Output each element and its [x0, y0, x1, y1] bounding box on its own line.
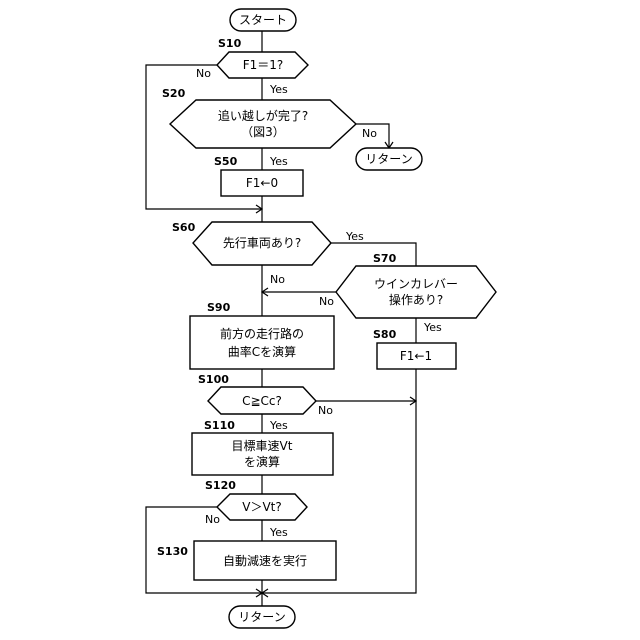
- s100-text: C≧Cc?: [242, 394, 282, 408]
- s80-step-label: S80: [373, 328, 397, 341]
- return1-label: リターン: [365, 152, 412, 166]
- start-terminal: スタート: [230, 9, 296, 31]
- return-terminal-1: リターン: [356, 148, 422, 170]
- s70-step-label: S70: [373, 252, 397, 265]
- s100-step-label: S100: [198, 373, 229, 386]
- s10-text: F1＝1?: [243, 58, 284, 72]
- s120-yes-label: Yes: [269, 526, 288, 539]
- s10-step-label: S10: [218, 37, 242, 50]
- s50-text: F1←0: [246, 176, 278, 190]
- s130-step-label: S130: [157, 545, 188, 558]
- decision-s20: 追い越しが完了? （図3） S20 No: [162, 87, 377, 148]
- s110-text-line1: 目標車速Vt: [232, 439, 293, 453]
- decision-s10: F1＝1? S10 No Yes: [196, 37, 308, 96]
- s110-step-label: S110: [204, 419, 235, 432]
- s120-no-label: No: [205, 513, 220, 526]
- s90-text-line2: 曲率Cを演算: [228, 344, 296, 359]
- s70-text-line2: 操作あり?: [389, 292, 443, 307]
- start-label: スタート: [239, 13, 287, 27]
- s60-text: 先行車両あり?: [223, 236, 301, 250]
- decision-s100: C≧Cc? S100 No: [198, 373, 333, 417]
- process-s80: F1←1 S80: [373, 328, 456, 369]
- s20-text-line1: 追い越しが完了?: [218, 108, 308, 123]
- s60-yes-label: Yes: [345, 230, 364, 243]
- s20-yes-label: Yes: [269, 155, 288, 168]
- s70-text-line1: ウインカレバー: [374, 277, 458, 291]
- s60-no-label: No: [270, 273, 285, 286]
- s70-yes-label: Yes: [423, 321, 442, 334]
- return2-label: リターン: [238, 610, 285, 624]
- s20-no-label: No: [362, 127, 377, 140]
- s130-text: 自動減速を実行: [223, 553, 307, 568]
- s100-no-label: No: [318, 404, 333, 417]
- s80-text: F1←1: [400, 349, 432, 363]
- decision-s120: V＞Vt? S120 No Yes: [205, 479, 307, 539]
- s50-step-label: S50: [214, 155, 238, 168]
- s110-text-line2: を演算: [244, 454, 280, 469]
- return-terminal-2: リターン: [229, 606, 295, 628]
- process-s50: F1←0 S50 Yes: [214, 155, 303, 196]
- s100-yes-label: Yes: [269, 419, 288, 432]
- decision-s70: ウインカレバー 操作あり? S70 No Yes: [319, 252, 496, 334]
- decision-s60: 先行車両あり? S60 Yes No: [172, 221, 364, 286]
- s120-step-label: S120: [205, 479, 236, 492]
- s70-no-label: No: [319, 295, 334, 308]
- s90-step-label: S90: [207, 301, 231, 314]
- s10-yes-label: Yes: [269, 83, 288, 96]
- s60-step-label: S60: [172, 221, 196, 234]
- s10-no-label: No: [196, 67, 211, 80]
- process-s130: 自動減速を実行 S130: [157, 541, 336, 580]
- s120-text: V＞Vt?: [242, 500, 282, 514]
- s20-text-line2: （図3）: [241, 125, 285, 139]
- s20-step-label: S20: [162, 87, 186, 100]
- s90-text-line1: 前方の走行路の: [220, 326, 304, 341]
